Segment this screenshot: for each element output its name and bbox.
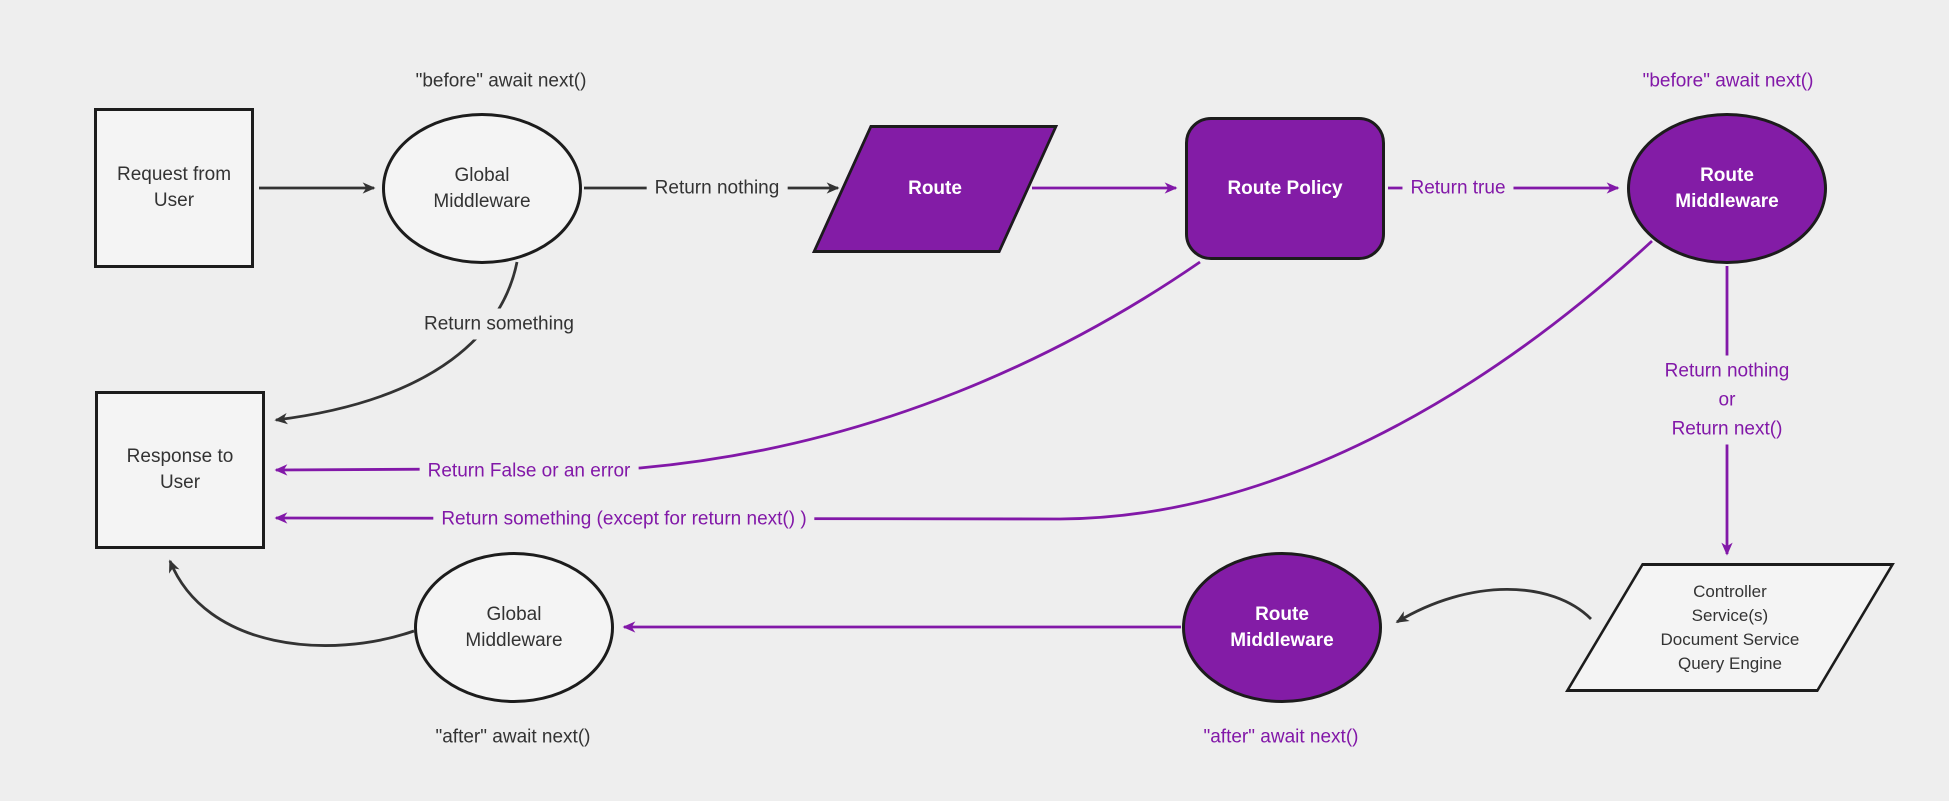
node-global-middleware-bottom-label: Global Middleware <box>465 603 563 651</box>
label-before-await-next-global: "before" await next() <box>415 70 587 92</box>
node-response-to-user-label: Response to User <box>126 446 234 493</box>
label-return-something-except: Return something (except for return next… <box>433 503 815 535</box>
label-return-something: Return something <box>416 308 582 340</box>
edge-global-middleware-bottom-to-response <box>168 559 415 647</box>
edge-route-middleware-to-response <box>274 239 1653 524</box>
node-route-label: Route <box>908 178 962 199</box>
node-request-from-user: Request from User <box>94 108 254 268</box>
label-after-await-next-route: "after" await next() <box>1203 726 1359 748</box>
node-controller-services: Controller Service(s) Document Service Q… <box>1565 563 1895 692</box>
label-return-nothing-or-next: Return nothing or Return next() <box>1656 355 1798 445</box>
node-route-policy: Route Policy <box>1185 117 1385 260</box>
node-global-middleware-top: Global Middleware <box>382 113 582 264</box>
edge-controller-to-route-middleware-bottom <box>1395 588 1592 624</box>
node-route-middleware-bottom: Route Middleware <box>1182 552 1382 703</box>
label-return-true: Return true <box>1402 172 1514 204</box>
node-route: Route <box>812 125 1059 253</box>
node-route-middleware-top-label: Route Middleware <box>1675 164 1779 212</box>
label-after-await-next-global: "after" await next() <box>435 726 591 748</box>
node-request-from-user-label: Request from User <box>116 164 232 211</box>
node-route-policy-label: Route Policy <box>1227 177 1343 199</box>
edge-global-middleware-to-response <box>274 261 519 425</box>
node-route-middleware-bottom-label: Route Middleware <box>1230 603 1334 651</box>
node-global-middleware-bottom: Global Middleware <box>414 552 614 703</box>
label-return-nothing: Return nothing <box>646 172 788 204</box>
node-global-middleware-top-label: Global Middleware <box>433 164 531 212</box>
label-return-false-or-error: Return False or an error <box>419 455 639 487</box>
node-controller-services-label: Controller Service(s) Document Service Q… <box>1660 581 1800 673</box>
node-response-to-user: Response to User <box>95 391 265 549</box>
node-route-middleware-top: Route Middleware <box>1627 113 1827 264</box>
label-before-await-next-route: "before" await next() <box>1642 70 1814 92</box>
edge-route-policy-to-response <box>274 260 1201 476</box>
